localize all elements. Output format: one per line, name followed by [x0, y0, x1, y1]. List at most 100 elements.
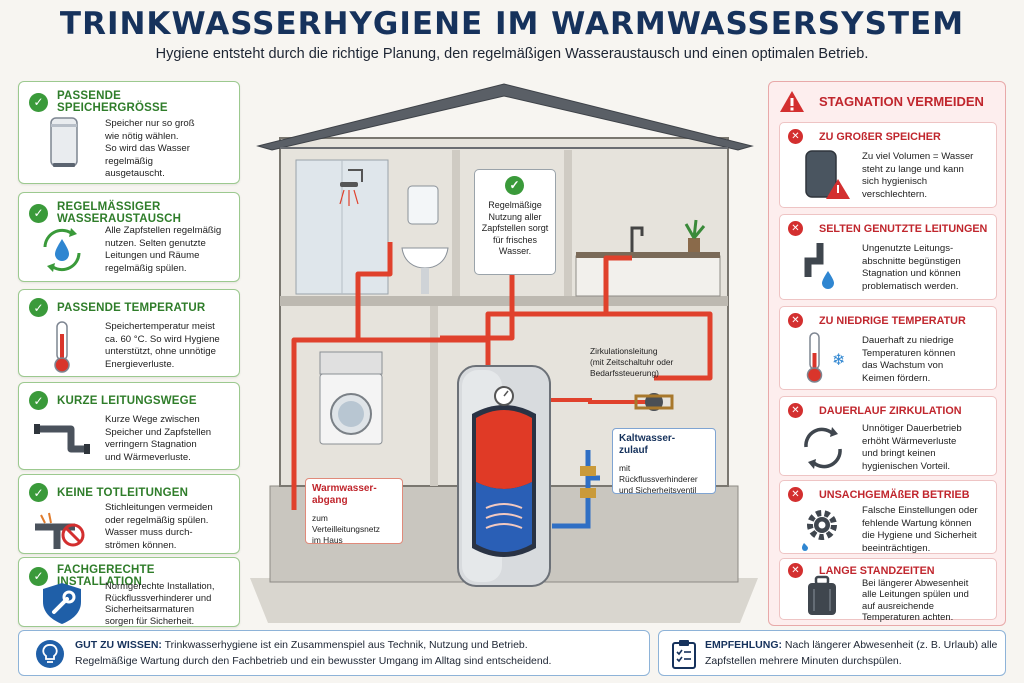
card-line: Zu viel Volumen = Wasser — [862, 151, 974, 162]
card-line: ausgetauscht. — [105, 168, 165, 179]
callout-line: Regelmäßige — [488, 200, 542, 210]
page-subtitle: Hygiene entsteht durch die richtige Plan… — [155, 46, 869, 62]
card-line: verringern Stagnation — [105, 439, 197, 450]
card-grosser-speicher: ✕ZU GROßER SPEICHER Zu viel Volumen = Wa… — [779, 122, 997, 208]
card-line: Temperaturen können — [862, 347, 956, 359]
card-line: erhöht Wärmeverluste — [862, 435, 957, 447]
card-speichergroesse: ✓PASSENDE SPEICHERGRÖSSE Speicher nur so… — [18, 81, 240, 184]
thermometer-icon — [54, 321, 70, 373]
callout-line: für frisches — [492, 234, 537, 245]
card-line: hygienischen Vorteil. — [862, 460, 950, 472]
kitchen-counter — [575, 255, 721, 297]
callout-line: im Haus — [312, 535, 343, 545]
card-totleitungen: ✓ KEINE TOTLEITUNGEN Stichleitungen verme… — [18, 474, 240, 554]
card-niedrige-temperatur: ✕ ZU NIEDRIGE TEMPERATUR ❄ Dauerhaft zu n… — [779, 306, 997, 390]
callout-cold-water: Kaltwasser- zulauf mit Rückflussverhinde… — [612, 428, 716, 495]
card-title: PASSENDE SPEICHERGRÖSSE — [57, 90, 168, 114]
card-line: beeinträchtigen. — [862, 542, 931, 554]
card-line: die Hygiene und Sicherheit — [862, 530, 977, 541]
tip-line: Regelmäßige Wartung durch den Fachbetrie… — [75, 655, 552, 667]
card-line: steht zu lange und kann — [862, 163, 964, 175]
card-line: Speicher nur so groß — [105, 118, 195, 129]
card-line: Rückflussverhinderer und — [105, 591, 212, 603]
card-title: FACHGERECHTE INSTALLATION — [57, 564, 155, 588]
card-line: Ungenutzte Leitungs- — [862, 243, 954, 254]
card-line: Leitungen und Räume — [105, 250, 200, 261]
callout-title: zulauf — [619, 445, 648, 456]
ground — [250, 578, 758, 623]
card-line: problematisch werden. — [862, 280, 959, 292]
lightbulb-icon — [36, 640, 64, 668]
x-icon: ✕ — [788, 563, 803, 578]
card-line: unterstützt, ohne unnötige — [105, 346, 216, 357]
tip-line: Trinkwasserhygiene ist ein Zusammenspiel… — [164, 639, 528, 651]
card-line: wie nötig wählen. — [105, 130, 179, 142]
check-icon: ✓ — [29, 483, 48, 502]
recommendation-box: EMPFEHLUNG: Nach längerer Abwesenheit (z… — [658, 630, 1006, 676]
recommendation-line: Zapfstellen mehrere Minuten durchspülen. — [705, 655, 902, 667]
card-line: alle Leitungen spülen und — [862, 588, 969, 600]
svg-text:❄: ❄ — [832, 350, 845, 369]
card-line: und bringt keinen — [862, 448, 936, 459]
hot-water-tank — [457, 365, 551, 587]
gear-icon — [802, 510, 837, 551]
card-line: abschnitte begünstigen — [862, 255, 961, 267]
card-line: regelmäßig spülen. — [105, 262, 187, 274]
page-title: TRINKWASSERHYGIENE IM WARMWASSERSYSTEM — [59, 6, 965, 42]
warning-icon — [780, 91, 804, 112]
callout-line: Wasser. — [498, 246, 532, 256]
water-heater-icon — [50, 117, 78, 167]
card-betrieb: ✕UNSACHGEMÄßER BETRIEB Falsche Einstellu… — [779, 480, 997, 554]
tank-warning-icon — [805, 150, 850, 199]
card-line: Stichleitungen vermeiden — [105, 502, 213, 513]
callout-line: (mit Zeitschaltuhr oder — [590, 357, 674, 367]
callout-line: mit Rückflussverhinderer — [619, 463, 698, 484]
water-cycle-icon — [43, 228, 81, 272]
x-icon: ✕ — [788, 313, 803, 328]
x-icon: ✕ — [788, 403, 803, 418]
callout-line: und Sicherheitsventil — [619, 485, 697, 495]
check-icon: ✓ — [29, 566, 48, 586]
card-standzeiten: ✕LANGE STANDZEITEN Bei längerer Abwesenh… — [779, 558, 997, 623]
card-line: Dauerhaft zu niedrige — [862, 335, 954, 346]
stagnation-panel: STAGNATION VERMEIDEN ✕ZU GROßER SPEICHER… — [768, 81, 1006, 626]
cold-thermometer-icon: ❄ — [806, 332, 845, 383]
card-line: Alle Zapfstellen regelmäßig — [105, 225, 222, 236]
card-title: ZU NIEDRIGE TEMPERATUR — [819, 314, 966, 327]
card-line: Temperaturen achten. — [862, 611, 954, 623]
tip-box: GUT ZU WISSEN: Trinkwasserhygiene ist ei… — [18, 630, 650, 676]
card-line: Falsche Einstellungen oder — [862, 505, 978, 516]
panel-title: STAGNATION VERMEIDEN — [819, 94, 984, 109]
card-line: Speichertemperatur meist — [105, 321, 215, 332]
callout-line: zum Verteilleitungsnetz — [312, 513, 380, 534]
check-icon: ✓ — [505, 176, 524, 195]
recommendation-label: EMPFEHLUNG: — [705, 639, 782, 651]
card-title: SELTEN GENUTZTE LEITUNGEN — [819, 222, 988, 235]
card-title: ZU GROßER SPEICHER — [819, 130, 941, 143]
card-line: So wird das Wasser — [105, 143, 190, 154]
check-icon: ✓ — [29, 298, 48, 317]
callout-line: Zirkulationsleitung — [590, 346, 658, 356]
check-icon: ✓ — [29, 391, 48, 410]
floor-slab — [280, 296, 728, 306]
callout-warm-water: Warmwasser- abgang zum Verteilleitungsne… — [305, 478, 403, 545]
card-dauerlauf: ✕DAUERLAUF ZIRKULATION Unnötiger Dauerbe… — [779, 396, 997, 476]
card-title: KEINE TOTLEITUNGEN — [57, 486, 189, 499]
card-leitungswege: ✓KURZE LEITUNGSWEGE Kurze Wege zwischen … — [18, 382, 240, 470]
washbasin — [401, 247, 449, 269]
card-title: KURZE LEITUNGSWEGE — [57, 394, 197, 407]
card-line: strömen können. — [105, 539, 177, 551]
callout-title: Kaltwasser- — [619, 433, 676, 444]
card-line: sich hygienisch — [862, 176, 928, 187]
mirror — [407, 185, 439, 225]
card-installation: ✓FACHGERECHTE INSTALLATION Normgerechte … — [18, 557, 240, 627]
card-title: REGELMÄSSIGER WASSERAUSTAUSCH — [57, 201, 182, 225]
card-line: Keimen fördern. — [862, 372, 931, 384]
roof — [256, 83, 754, 151]
pipe-icon — [34, 424, 90, 454]
recommendation-line: Nach längerer Abwesenheit (z. B. Urlaub)… — [784, 639, 998, 651]
circulation-icon — [804, 427, 842, 469]
card-line: fehlende Wartung können — [862, 517, 972, 529]
callout-title: abgang — [312, 495, 348, 506]
x-icon: ✕ — [788, 487, 803, 502]
